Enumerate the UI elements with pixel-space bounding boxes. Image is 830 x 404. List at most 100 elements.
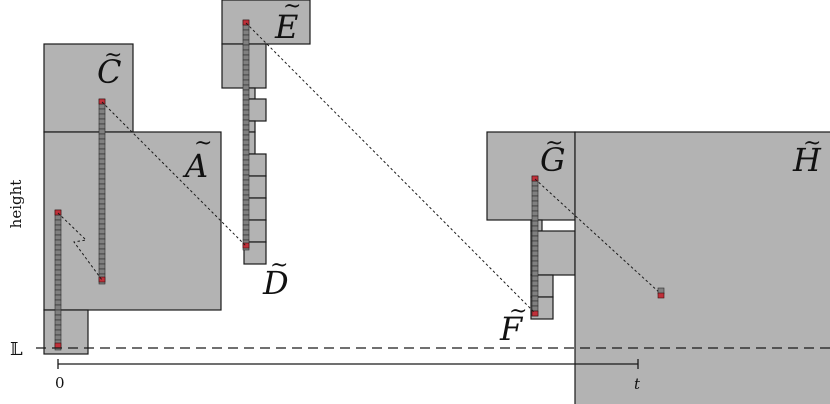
ladder-cell <box>531 205 539 212</box>
ladder-cell <box>242 59 250 66</box>
ladder-cell <box>98 148 106 155</box>
ladder-cell <box>54 269 62 276</box>
ladder-endpoint-bottom <box>54 342 62 349</box>
ladder-cell <box>98 268 106 275</box>
ladder-cell <box>531 285 539 292</box>
ladder-cell <box>54 309 62 316</box>
box-g-group <box>486 131 576 320</box>
ladder-cell <box>242 194 250 201</box>
connector-g-h <box>534 178 662 295</box>
ladder-cell <box>242 114 250 121</box>
label-g-tilde: ~ <box>545 131 563 156</box>
ladder-cell <box>531 240 539 247</box>
ladder-cell <box>242 229 250 236</box>
ladder-cell <box>242 24 250 31</box>
label-c-tilde: ~ <box>104 43 122 68</box>
label-c: ~ C <box>97 43 122 91</box>
ladder-cell <box>531 260 539 267</box>
ladder-cell <box>98 223 106 230</box>
ladder-cell <box>531 235 539 242</box>
ladder-c <box>98 98 106 285</box>
ladder-cell <box>54 254 62 261</box>
ladder-cell <box>242 79 250 86</box>
ladder-cell <box>531 270 539 277</box>
ladder-cell <box>531 275 539 282</box>
ladder-cell <box>242 219 250 226</box>
ladder-cell <box>54 299 62 306</box>
label-f-letter: F <box>499 310 524 348</box>
ladder-cell <box>98 208 106 215</box>
ladder-cell <box>98 113 106 120</box>
ladder-cell <box>242 39 250 46</box>
ladder-cell <box>242 124 250 131</box>
ladder-cell <box>98 263 106 270</box>
ladder-cell <box>98 103 106 110</box>
label-g-letter: G <box>540 141 566 179</box>
ladder-cell <box>531 290 539 297</box>
ladder-cell <box>242 29 250 36</box>
box-d <box>243 241 267 265</box>
ladder-cell <box>242 64 250 71</box>
ladder-cell <box>98 198 106 205</box>
ladder-endpoint-bottom <box>242 242 250 249</box>
ladder-cell <box>54 274 62 281</box>
ladder-cell <box>98 173 106 180</box>
label-e: ~ E <box>274 0 301 46</box>
ladder-cell <box>98 123 106 130</box>
ladder-cell <box>242 129 250 136</box>
ladder-cell <box>54 279 62 286</box>
ladder-cell <box>98 158 106 165</box>
ladder-cell <box>54 304 62 311</box>
ladder-cell <box>54 289 62 296</box>
label-h-tilde: ~ <box>803 131 821 156</box>
ladder-cell <box>242 209 250 216</box>
ladder-cell <box>242 119 250 126</box>
ladder-cell <box>54 259 62 266</box>
ladder-cell <box>54 319 62 326</box>
ladder-cell <box>242 184 250 191</box>
ladder-cell <box>242 174 250 181</box>
connector-c-d <box>101 101 247 247</box>
ladder-cell <box>242 204 250 211</box>
ladder-cell <box>98 183 106 190</box>
label-d-letter: D <box>262 264 289 302</box>
label-c-letter: C <box>97 53 121 91</box>
ladder-cell <box>98 203 106 210</box>
ladder-cell <box>98 133 106 140</box>
label-d: ~ D <box>262 253 289 302</box>
ladder-cell <box>242 44 250 51</box>
ladder-cell <box>98 233 106 240</box>
ladder-a <box>54 209 62 351</box>
label-a-tilde: ~ <box>194 131 212 156</box>
ladder-cell <box>242 49 250 56</box>
ladder-cell <box>242 224 250 231</box>
label-d-tilde: ~ <box>270 253 288 278</box>
connector-e-f <box>245 22 536 314</box>
ladder-cell <box>242 169 250 176</box>
ladder-cell <box>98 248 106 255</box>
ladder-endpoint-top <box>98 98 106 105</box>
ladder-e <box>242 19 250 251</box>
ladder-cell <box>531 185 539 192</box>
ladder-cell <box>98 218 106 225</box>
ladder-cell <box>98 153 106 160</box>
box-a-bottom <box>43 309 89 355</box>
ladder-cell <box>531 255 539 262</box>
ladder-cell <box>531 210 539 217</box>
box-h <box>574 131 830 404</box>
ladder-cell <box>242 154 250 161</box>
ladder-cell <box>531 295 539 302</box>
ladder-cell <box>54 334 62 341</box>
ladder-cell <box>54 219 62 226</box>
ladder-cell <box>54 329 62 336</box>
ladder-cell <box>242 144 250 151</box>
ladder-cell <box>242 179 250 186</box>
ladder-cell <box>98 238 106 245</box>
ladder-cell <box>54 314 62 321</box>
ladder-cell <box>98 213 106 220</box>
ladder-endpoint-top <box>531 175 539 182</box>
ladder-cell <box>531 245 539 252</box>
h-marker-endpoint <box>657 292 665 299</box>
ladder-cell <box>531 200 539 207</box>
box-g <box>486 131 576 221</box>
